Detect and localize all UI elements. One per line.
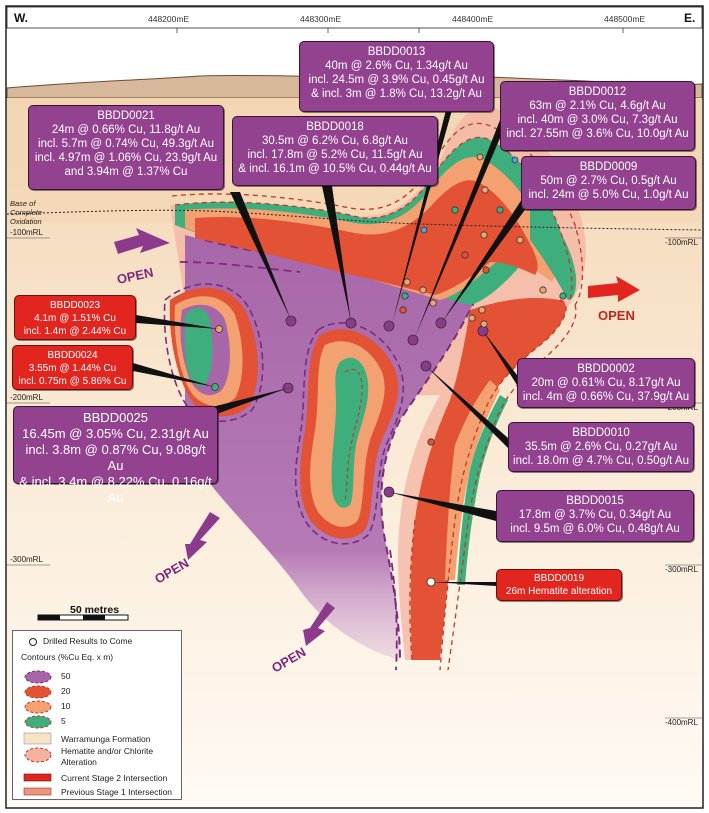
scale-label: 50 metres xyxy=(70,604,120,616)
legend-stage1: Previous Stage 1 Intersection xyxy=(61,787,173,797)
rl-right-300: -300mRL xyxy=(665,565,698,574)
contour-20-east xyxy=(410,298,567,660)
legend-c10: 10 xyxy=(61,701,71,711)
open-arrow-east: OPEN xyxy=(588,276,640,323)
contour-10-inner-dash xyxy=(343,368,363,503)
contour-5-east-strip xyxy=(457,395,508,585)
easting-ticks xyxy=(176,28,624,33)
svg-text:OPEN: OPEN xyxy=(116,265,155,287)
callout-bbdd0013: BBDD0013 40m @ 2.6% Cu, 1.34g/t Au incl.… xyxy=(299,41,494,112)
callout-bbdd0025: BBDD0025 16.45m @ 3.05% Cu, 2.31g/t Au i… xyxy=(13,406,218,505)
easting-448200: 448200mE xyxy=(148,14,189,24)
scale-bar xyxy=(37,614,129,621)
upper-dashed-contours xyxy=(171,122,584,306)
west-label: W. xyxy=(14,11,28,25)
callout-bbdd0002: BBDD0002 20m @ 0.61% Cu, 8.17g/t Au incl… xyxy=(517,358,695,408)
top-ruler xyxy=(6,6,703,29)
callout-title: BBDD0013 xyxy=(367,46,426,58)
rl-right-400: -400mRL xyxy=(665,718,698,727)
legend-swatches xyxy=(23,638,52,796)
callout-bbdd0019: BBDD0019 26m Hematite alteration xyxy=(496,569,622,601)
legend-formation: Warramunga Formation xyxy=(61,734,151,744)
callout-bbdd0012: BBDD0012 63m @ 2.1% Cu, 4.6g/t Au incl. … xyxy=(500,81,695,151)
contour-5-east xyxy=(530,205,577,300)
east-label: E. xyxy=(684,11,695,25)
easting-448400: 448400mE xyxy=(452,14,493,24)
purple-outer-dashed-tail xyxy=(389,549,398,671)
callout-bbdd0009: BBDD0009 50m @ 2.7% Cu, 0.5g/t Au incl. … xyxy=(521,156,696,210)
legend-alteration-1: Hematite and/or Chlorite xyxy=(61,746,154,756)
oxidation-label-3: Oxidation xyxy=(10,217,42,226)
intercept-dots xyxy=(211,153,575,587)
contour-5-central-pod xyxy=(331,357,369,508)
easting-448500: 448500mE xyxy=(604,14,645,24)
legend-drilled: Drilled Results to Come xyxy=(43,636,133,646)
rl-left-100: -100mRL xyxy=(10,228,43,237)
legend-c50: 50 xyxy=(61,671,71,681)
callout-bbdd0021: BBDD0021 24m @ 0.66% Cu, 11.8g/t Au incl… xyxy=(28,105,224,190)
legend-contours-title: Contours (%Cu Eq. x m) xyxy=(21,652,114,662)
svg-text:OPEN: OPEN xyxy=(598,308,635,323)
easting-448300: 448300mE xyxy=(300,14,341,24)
central-pod-dashed xyxy=(294,322,405,545)
east-dashed-contours xyxy=(409,299,577,671)
legend-alteration-2: Alteration xyxy=(61,757,97,767)
rl-right-100: -100mRL xyxy=(665,238,698,247)
callout-bbdd0015: BBDD0015 17.8m @ 3.7% Cu, 0.34g/t Au inc… xyxy=(496,490,694,542)
west-pod-dashed xyxy=(163,283,264,422)
oxidation-line xyxy=(6,209,703,231)
callout-bbdd0023: BBDD0023 4.1m @ 1.51% Cu incl. 1.4m @ 2.… xyxy=(14,295,136,340)
purple-outer-dashed-west xyxy=(179,261,301,273)
oxidation-label-2: Complete xyxy=(10,208,42,217)
rl-left-200: -200mRL xyxy=(10,393,43,402)
legend-c20: 20 xyxy=(61,686,71,696)
oxidation-label-1: Base of xyxy=(10,199,36,208)
callout-bbdd0010: BBDD0010 35.5m @ 2.6% Cu, 0.27g/t Au inc… xyxy=(508,422,694,472)
legend-stage2: Current Stage 2 Intersection xyxy=(61,773,168,783)
legend-c5: 5 xyxy=(61,716,66,726)
contour-10-east-strip xyxy=(445,380,500,580)
rl-left-300: -300mRL xyxy=(10,555,43,564)
callout-bbdd0018: BBDD0018 30.5m @ 6.2% Cu, 6.8g/t Au incl… xyxy=(232,116,438,186)
callout-bbdd0024: BBDD0024 3.55m @ 1.44% Cu incl. 0.75m @ … xyxy=(12,345,133,390)
legend: Drilled Results to Come Contours (%Cu Eq… xyxy=(12,630,182,800)
open-arrow-northwest: OPEN xyxy=(114,228,170,287)
